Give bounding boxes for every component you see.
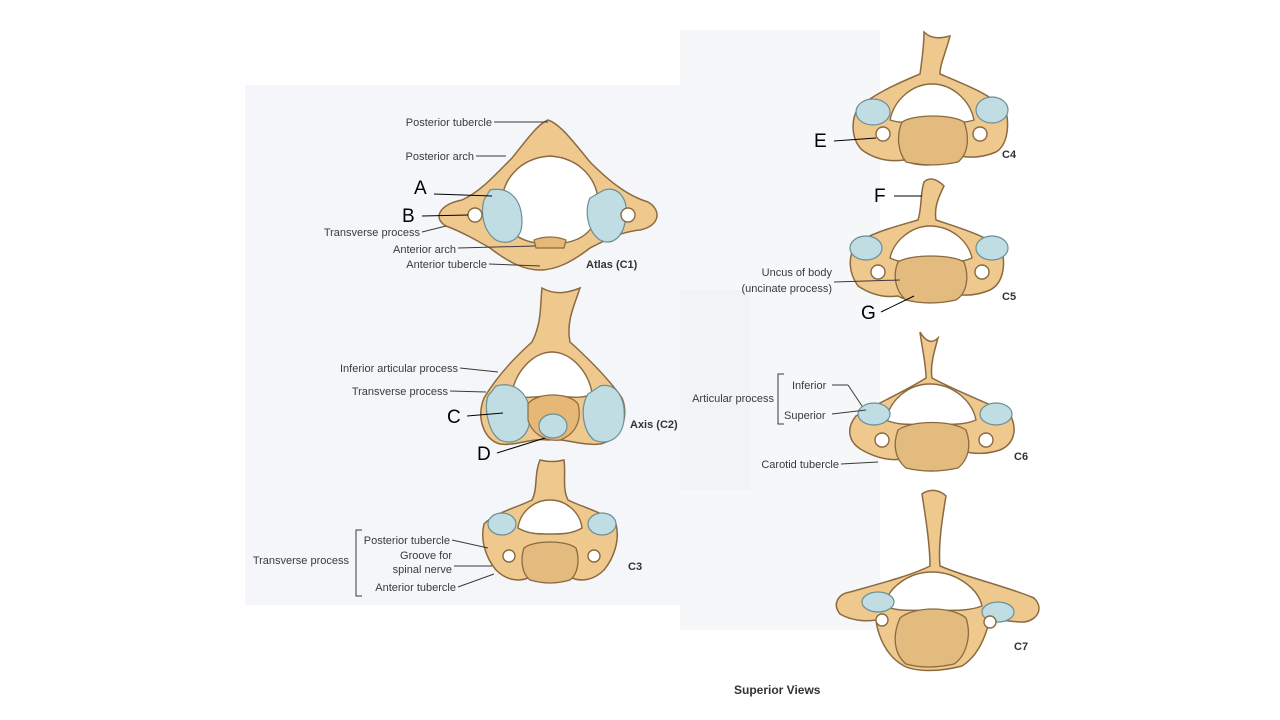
atlas-title: Atlas (C1) — [586, 259, 638, 271]
letter-d: D — [477, 444, 491, 465]
c4-illustration — [852, 30, 1009, 166]
c6-inferior-label: Inferior — [792, 380, 827, 392]
c3-illustration — [482, 459, 618, 584]
axis-transverse-process-label: Transverse process — [352, 386, 449, 398]
atlas-illustration — [438, 119, 658, 271]
letter-a: A — [414, 178, 427, 199]
letter-c: C — [447, 407, 461, 428]
c7-illustration — [835, 489, 1040, 672]
c6-illustration — [849, 331, 1015, 472]
c6-title: C6 — [1014, 451, 1028, 463]
c5-uncus-line1: Uncus of body — [762, 267, 833, 279]
c4-labels: E C4 — [814, 131, 1017, 161]
axis-labels: Inferior articular process Transverse pr… — [340, 363, 678, 465]
c4-title: C4 — [1002, 149, 1017, 161]
atlas-transverse-process-label: Transverse process — [324, 227, 421, 239]
letter-e: E — [814, 131, 827, 152]
c6-superior-label: Superior — [784, 410, 826, 422]
c3-groove-line1: Groove for — [400, 550, 452, 562]
c5-illustration — [849, 178, 1009, 304]
axis-illustration — [480, 286, 626, 446]
c3-transverse-process-group-label: Transverse process — [253, 555, 350, 567]
axis-title: Axis (C2) — [630, 419, 678, 431]
background-panels — [245, 30, 880, 630]
c5-title: C5 — [1002, 291, 1016, 303]
c3-title: C3 — [628, 561, 642, 573]
axis-inferior-articular-process-label: Inferior articular process — [340, 363, 458, 375]
c5-uncus-line2: (uncinate process) — [742, 283, 833, 295]
c3-posterior-tubercle-label: Posterior tubercle — [364, 535, 450, 547]
c5-labels: F Uncus of body (uncinate process) G C5 — [742, 186, 1017, 324]
letter-b: B — [402, 206, 415, 227]
atlas-anterior-tubercle-label: Anterior tubercle — [406, 259, 487, 271]
c3-labels: Transverse process Posterior tubercle Gr… — [253, 529, 642, 597]
c6-carotid-tubercle-label: Carotid tubercle — [761, 459, 839, 471]
letter-f: F — [874, 186, 886, 207]
c6-labels: Articular process Inferior Superior Caro… — [692, 373, 1028, 471]
letter-g: G — [861, 303, 876, 324]
atlas-anterior-arch-label: Anterior arch — [393, 244, 456, 256]
c3-anterior-tubercle-label: Anterior tubercle — [375, 582, 456, 594]
atlas-posterior-tubercle-label: Posterior tubercle — [406, 117, 492, 129]
c3-groove-line2: spinal nerve — [393, 564, 452, 576]
c7-title: C7 — [1014, 641, 1028, 653]
atlas-labels: Posterior tubercle Posterior arch A B Tr… — [324, 117, 638, 271]
c7-labels: C7 — [1014, 641, 1028, 653]
figure-caption: Superior Views — [734, 683, 821, 697]
atlas-posterior-arch-label: Posterior arch — [406, 151, 474, 163]
c6-articular-process-label: Articular process — [692, 393, 774, 405]
